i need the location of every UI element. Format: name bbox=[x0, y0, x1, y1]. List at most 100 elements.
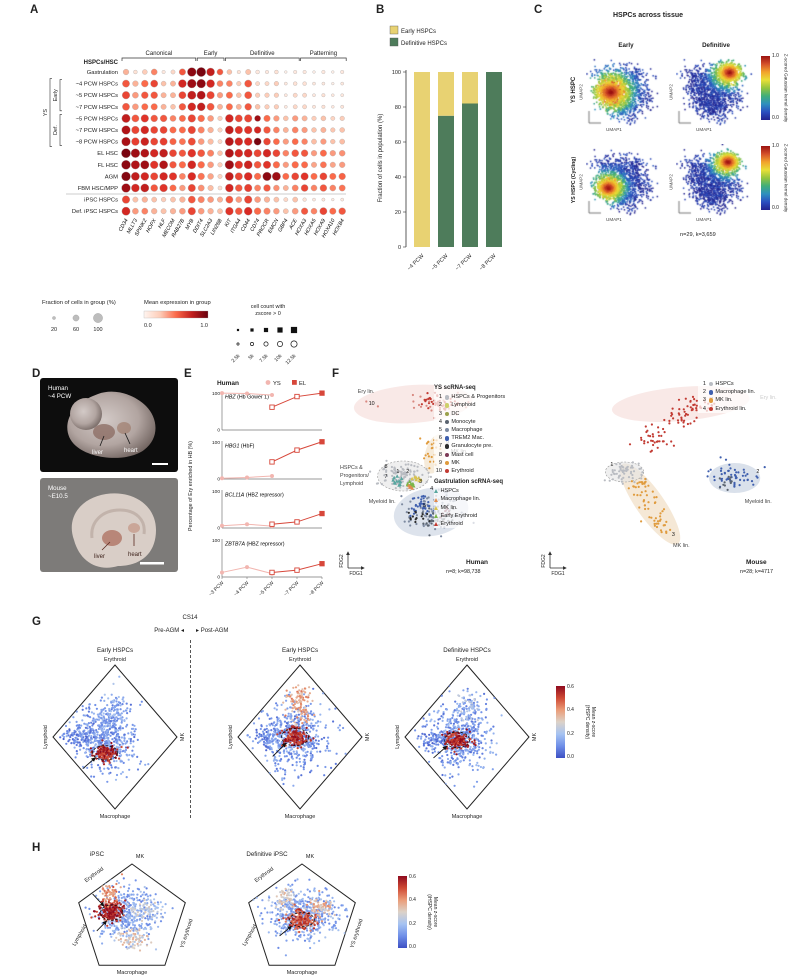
scale-bar bbox=[140, 562, 164, 565]
bar-early bbox=[414, 72, 430, 247]
gene-label: HLF bbox=[157, 217, 168, 229]
col-header-early: Early bbox=[618, 42, 634, 49]
divider-pre-agm: Pre-AGM ◂ bbox=[154, 628, 184, 634]
umap-ys-definitive bbox=[676, 54, 756, 126]
lineage-label: Lymphoid bbox=[340, 481, 363, 487]
fdg2-axis-label: FDG2 bbox=[541, 554, 547, 568]
dot-marker-icon bbox=[444, 436, 449, 441]
arrow-right-icon: ▸ bbox=[196, 628, 200, 634]
triangle-marker-icon bbox=[434, 505, 438, 510]
photo-stage: ~E10.5 bbox=[48, 493, 68, 500]
fdg-points bbox=[603, 395, 766, 534]
highlight-ellipse bbox=[289, 912, 315, 928]
y-tick: 100 bbox=[212, 391, 220, 397]
y-tick: 20 bbox=[395, 210, 401, 216]
bracket-ys-label: YS bbox=[43, 109, 49, 117]
dot-marker-icon bbox=[444, 427, 449, 433]
x-tick: ~8 PCW bbox=[308, 580, 326, 598]
gene-label: GBP4 bbox=[277, 218, 289, 233]
gene-group-label: Canonical bbox=[146, 51, 173, 57]
bar-definitive bbox=[486, 72, 502, 247]
triangle-marker-icon bbox=[434, 522, 438, 527]
series-YS-marker bbox=[220, 476, 224, 481]
annotation-arrow bbox=[272, 742, 287, 757]
dotplot-row-label: FL HSC bbox=[98, 163, 118, 169]
size-legend-square bbox=[250, 328, 254, 332]
size-legend-square bbox=[263, 327, 269, 333]
y-tick: 100 bbox=[392, 70, 401, 76]
dot-marker-icon bbox=[444, 444, 449, 449]
legend-swatch bbox=[389, 25, 399, 35]
y-axis-label: Fraction of cells in population (%) bbox=[378, 114, 384, 203]
size-legend-tick: 20 bbox=[51, 327, 57, 333]
size-legend-tick: 7.5k bbox=[258, 353, 269, 364]
series-EL-marker bbox=[269, 459, 275, 465]
dotplot-row-label: AGM bbox=[105, 174, 118, 180]
x-tick: ~4 PCW bbox=[407, 253, 426, 272]
dotplot-row-label: FBM HSC/MPP bbox=[78, 186, 118, 192]
gene-label: CD34 bbox=[118, 218, 130, 233]
gene-label: CD44 bbox=[240, 218, 252, 233]
divider-cs14: CS14 bbox=[182, 615, 198, 621]
color-legend-min: 0.0 bbox=[144, 323, 152, 329]
panel-label-e: E bbox=[184, 368, 192, 380]
bar-early bbox=[462, 72, 478, 104]
size-legend-circle bbox=[263, 341, 269, 347]
cluster-number: 8 bbox=[385, 464, 388, 470]
legend-label: Definitive HSPCs bbox=[401, 41, 447, 47]
colorbar-min: 0.0 bbox=[772, 205, 779, 211]
gene-title: ZBTB7A (HBZ repressor) bbox=[224, 542, 285, 548]
cluster-number: 10 bbox=[369, 401, 375, 407]
legend-item: HSPCs bbox=[434, 487, 532, 495]
panel-c-density: HSPCs across tissue Early Definitive YS … bbox=[528, 8, 800, 248]
axis-label-macrophage: Macrophage bbox=[452, 814, 483, 820]
legend-ys-marker bbox=[265, 380, 271, 385]
x-tick: ~8 PCW bbox=[479, 253, 498, 272]
size-legend-circle bbox=[250, 342, 254, 346]
dotplot-row-label: Gastrulation bbox=[87, 70, 118, 76]
highlight-ellipse bbox=[281, 728, 310, 747]
plot-title: Definitive HSPCs bbox=[443, 647, 490, 654]
size-legend-square bbox=[290, 326, 298, 334]
organ-label-heart: heart bbox=[124, 448, 138, 454]
sample-note: n=28; k=4717 bbox=[740, 569, 773, 575]
dot-matrix bbox=[121, 67, 346, 216]
diamond-frame bbox=[237, 664, 363, 810]
panel-label-a: A bbox=[30, 4, 39, 16]
sample-note: n=29, k=3,659 bbox=[680, 232, 716, 238]
bar-definitive bbox=[462, 103, 478, 247]
size-legend-square bbox=[236, 328, 240, 332]
pentagon-frame bbox=[78, 863, 186, 966]
annotation-arrow bbox=[96, 920, 108, 932]
axis-label-macrophage: Macrophage bbox=[100, 814, 131, 820]
scale-bar bbox=[152, 463, 168, 465]
x-tick: ~5 PCW bbox=[258, 580, 276, 598]
scatter-points bbox=[84, 873, 179, 952]
bar-definitive bbox=[438, 115, 454, 247]
cluster-number: 1 bbox=[610, 462, 613, 468]
legend-el-marker bbox=[292, 380, 297, 385]
axis-label-erythroid: Erythroid bbox=[104, 657, 126, 663]
x-tick: ~3 PCW bbox=[208, 580, 226, 598]
color-legend-title: Mean expression in group bbox=[144, 300, 211, 306]
dot-marker-icon bbox=[444, 452, 449, 457]
divider-post-agm: ▸ Post-AGM bbox=[196, 628, 229, 634]
diamond-frame bbox=[404, 664, 530, 810]
gene-title: HBG1 (HbF) bbox=[225, 444, 255, 450]
gene-group-label: Definitive bbox=[250, 51, 275, 57]
heart-arrow bbox=[124, 432, 131, 445]
dotplot-row-label: iPSC HSPCs bbox=[84, 198, 118, 204]
y-tick: 0 bbox=[217, 428, 220, 434]
